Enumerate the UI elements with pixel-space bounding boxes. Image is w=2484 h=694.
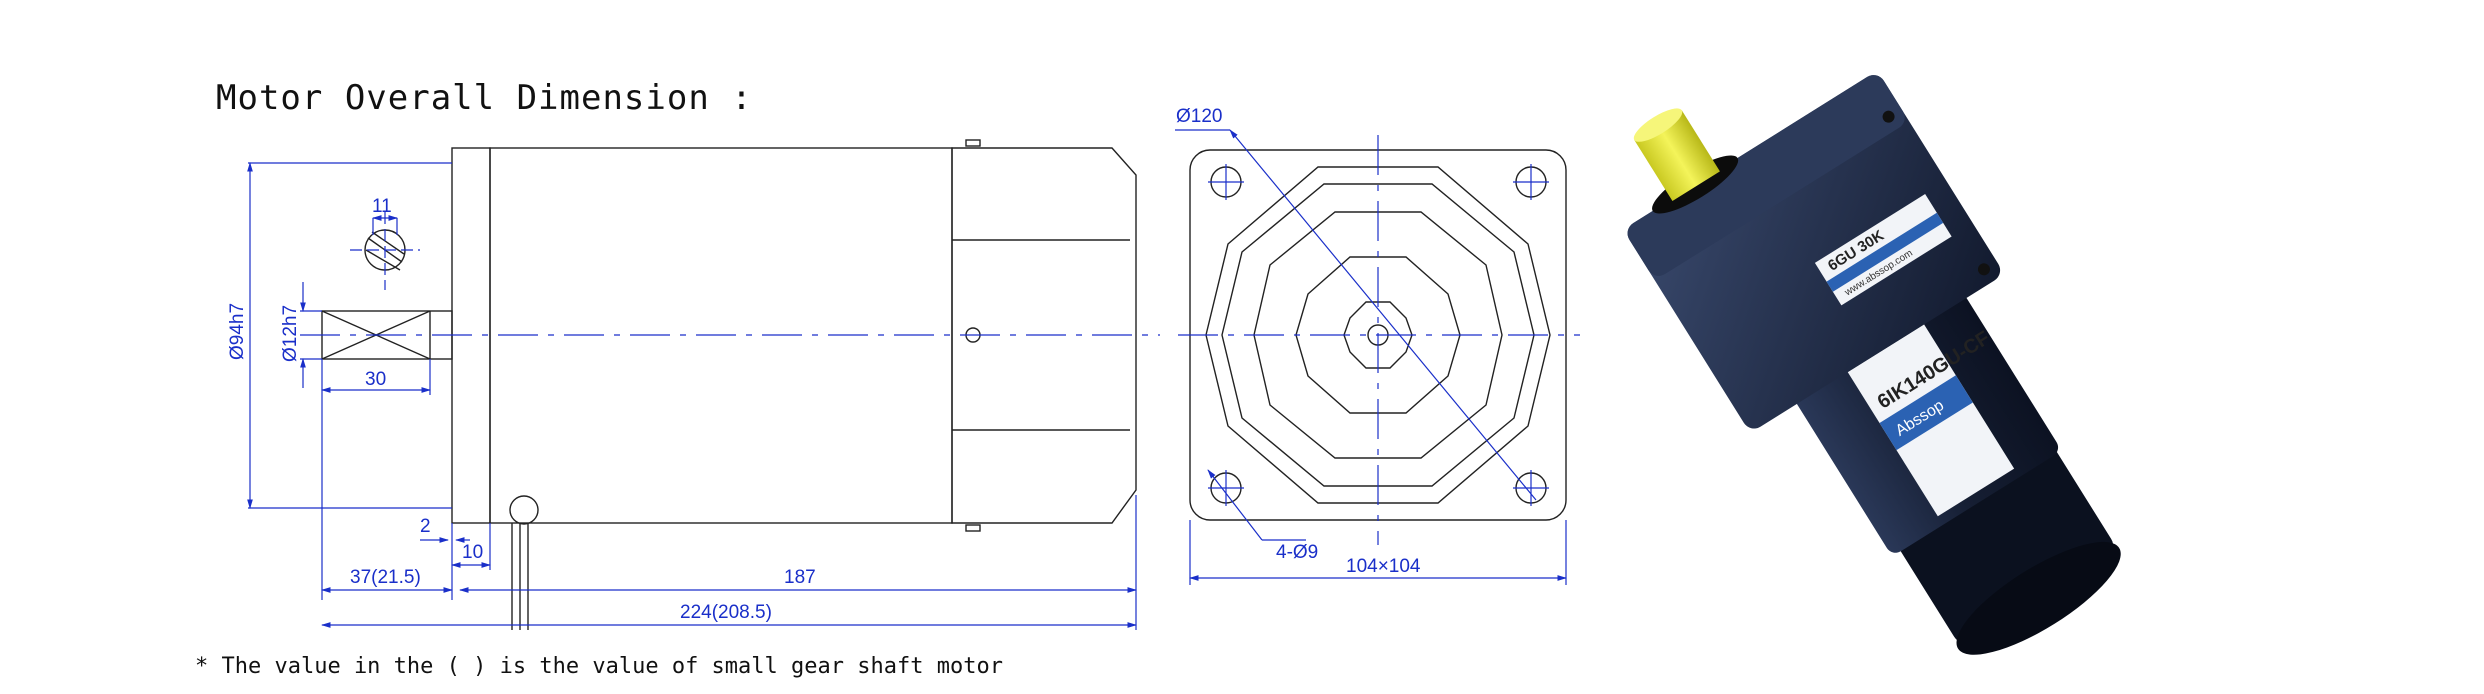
shaft-diameter-label: Ø12h7 bbox=[280, 305, 301, 362]
square-size-label: 104×104 bbox=[1346, 556, 1421, 577]
inner-polygon bbox=[1295, 256, 1461, 414]
holes-label: 4-Ø9 bbox=[1276, 542, 1318, 563]
key-width-label: 11 bbox=[372, 196, 392, 217]
second-polygon bbox=[1221, 183, 1535, 487]
bottom-screw bbox=[965, 524, 981, 532]
total-length-label: 224(208.5) bbox=[680, 602, 772, 623]
front-dimension-labels: Ø120 4-Ø9 104×104 bbox=[1176, 106, 1421, 577]
side-dimension-labels: 11 Ø94h7 Ø12h7 30 2 10 37(21.5) 187 224(… bbox=[227, 196, 816, 623]
rear-cap bbox=[951, 147, 1137, 524]
cable-gland bbox=[509, 495, 539, 525]
shaft-length-label: 30 bbox=[365, 369, 386, 390]
hub-polygon bbox=[1343, 301, 1413, 369]
shaft-total-label: 37(21.5) bbox=[350, 567, 421, 588]
top-screw bbox=[965, 139, 981, 147]
gearhead bbox=[1627, 75, 2001, 429]
third-polygon bbox=[1253, 211, 1503, 459]
pcd-label: Ø120 bbox=[1176, 106, 1222, 127]
outer-polygon bbox=[1205, 166, 1551, 504]
side-dimensions bbox=[247, 162, 1137, 630]
gear-motor-photo: 6IK140GU-CF Abssop 6GU 30K www.abssop.co… bbox=[1627, 75, 2121, 655]
side-view bbox=[321, 139, 1137, 630]
front-centerlines bbox=[1175, 129, 1580, 585]
body-length-label: 187 bbox=[784, 567, 816, 588]
body-diameter-label: Ø94h7 bbox=[227, 303, 248, 360]
flange-thickness-label: 10 bbox=[462, 542, 483, 563]
lead-wires bbox=[511, 523, 529, 630]
flange-gap-label: 2 bbox=[420, 516, 431, 537]
page-title: Motor Overall Dimension : bbox=[216, 78, 753, 118]
side-centerlines bbox=[300, 212, 1160, 336]
footnote: * The value in the ( ) is the value of s… bbox=[195, 654, 1003, 679]
